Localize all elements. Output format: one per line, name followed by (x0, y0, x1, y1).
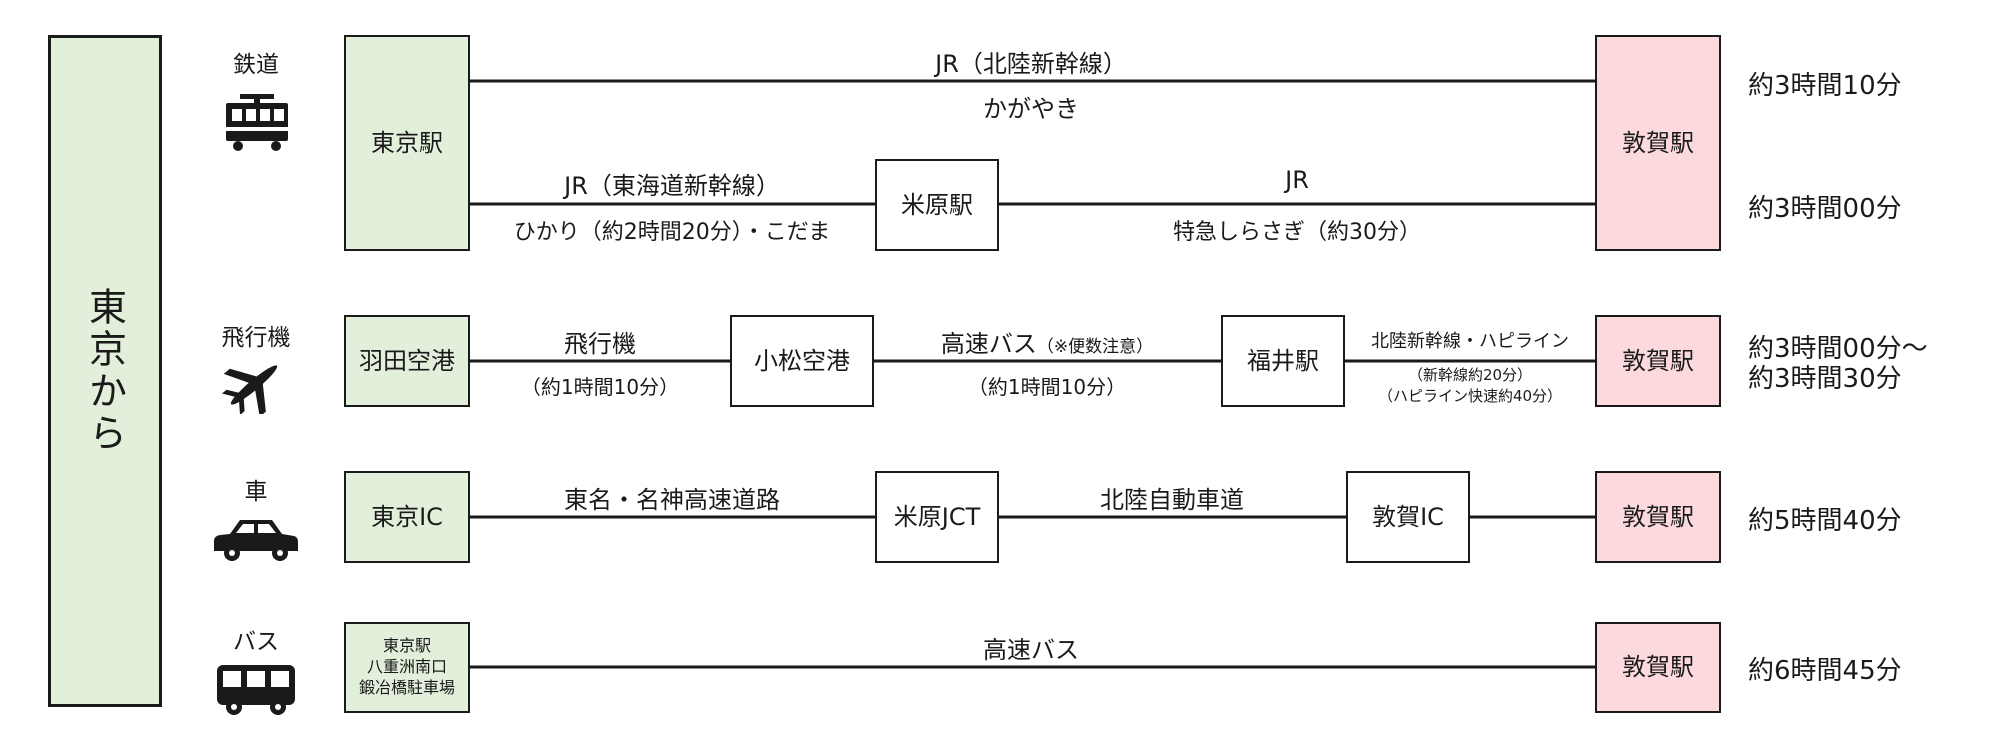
bus-icon (217, 665, 295, 715)
car-stop1-jct: 米原JCT (875, 471, 999, 563)
air-seg3-note2: （ハピライン快速約40分） (1377, 387, 1563, 405)
car-seg2-label: 北陸自動車道 (1100, 486, 1244, 514)
bus-destination-station: 敦賀駅 (1595, 622, 1721, 713)
car-destination-station: 敦賀駅 (1595, 471, 1721, 563)
rail-route2-seg2-line: JR (1285, 166, 1309, 194)
origin-label: 東京から (82, 287, 127, 455)
air-seg1-label: 飛行機 (564, 330, 636, 358)
air-seg2-note: （※便数注意） (1036, 337, 1154, 357)
air-seg1-time: （約1時間10分） (520, 375, 680, 399)
car-icon (214, 520, 298, 561)
origin-label-box: 東京から (48, 35, 162, 707)
bus-origin-line2: 八重洲南口 (366, 657, 447, 677)
air-origin-airport: 羽田空港 (344, 315, 470, 407)
mode-label-rail: 鉄道 (233, 52, 279, 78)
car-time: 約5時間40分 (1748, 506, 1902, 536)
mode-label-bus: バス (233, 629, 279, 655)
rail-route1-line-name: JR（北陸新幹線） (935, 50, 1127, 78)
rail-transfer-station: 米原駅 (875, 159, 999, 251)
bus-seg-label: 高速バス (983, 636, 1079, 664)
air-stop2-station: 福井駅 (1221, 315, 1345, 407)
rail-route1-time: 約3時間10分 (1748, 71, 1902, 101)
air-stop1-airport: 小松空港 (730, 315, 874, 407)
bus-origin-line1: 東京駅 (382, 636, 431, 656)
rail-route2-seg1-line: JR（東海道新幹線） (564, 172, 780, 200)
air-time-line1: 約3時間00分〜 (1748, 334, 1928, 364)
rail-route2-seg1-train: ひかり（約2時間20分）・こだま (513, 220, 831, 245)
air-seg3-note1: （新幹線約20分） (1407, 366, 1533, 384)
rail-route2-seg2-train: 特急しらさぎ（約30分） (1173, 220, 1421, 245)
bus-origin-line3: 鍛冶橋駐車場 (358, 677, 455, 697)
mode-label-car: 車 (244, 479, 268, 505)
car-stop2-ic: 敦賀IC (1346, 471, 1470, 563)
train-icon (224, 94, 290, 151)
air-time: 約3時間00分〜 約3時間30分 (1748, 334, 1928, 394)
car-origin-ic: 東京IC (344, 471, 470, 563)
rail-origin-station: 東京駅 (344, 35, 470, 251)
air-destination-station: 敦賀駅 (1595, 315, 1721, 407)
bus-origin-stop: 東京駅 八重洲南口 鍛冶橋駐車場 (344, 622, 470, 713)
rail-destination-station: 敦賀駅 (1595, 35, 1721, 251)
air-seg3-label: 北陸新幹線・ハピライン (1371, 331, 1569, 352)
rail-route2-time: 約3時間00分 (1748, 194, 1902, 224)
air-time-line2: 約3時間30分 (1748, 364, 1902, 394)
air-seg2-heading: 高速バス（※便数注意） (941, 324, 1153, 359)
air-seg2-label: 高速バス (940, 330, 1037, 358)
bus-time: 約6時間45分 (1748, 656, 1902, 686)
car-seg1-label: 東名・名神高速道路 (564, 486, 780, 514)
mode-label-air: 飛行機 (221, 325, 291, 351)
air-seg2-time: （約1時間10分） (967, 375, 1127, 399)
airplane-icon (222, 365, 278, 414)
rail-route1-train-name: かがやき (983, 95, 1079, 123)
